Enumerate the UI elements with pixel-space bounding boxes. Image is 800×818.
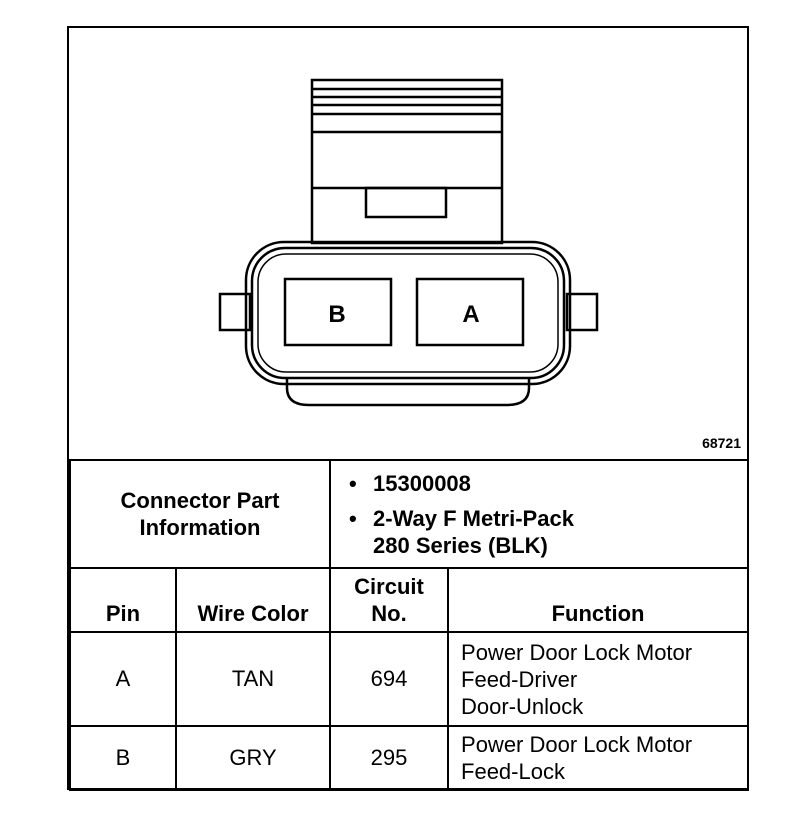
pin-label-b: B [328, 301, 345, 328]
table-row: B GRY 295 Power Door Lock Motor Feed-Loc… [69, 725, 750, 791]
connector-latch-housing [310, 78, 504, 245]
connector-body [244, 240, 572, 386]
table-header-row: Pin Wire Color Circuit No. Function [69, 567, 750, 633]
connector-part-row: Connector Part Information 15300008 2-Wa… [68, 459, 750, 569]
figure-number: 68721 [702, 435, 741, 451]
connector-side-tabs [218, 292, 599, 332]
part-number: 15300008 [349, 470, 747, 497]
pin-label-a: A [462, 301, 479, 328]
pin-cavity-a [415, 277, 525, 347]
connector-figure: B A 68721 Connector Part Information 153… [67, 26, 750, 791]
row-b-circuit: 295 [329, 725, 450, 791]
header-circuit-no: Circuit No. [329, 567, 450, 633]
header-pin: Pin [69, 567, 177, 633]
header-circuit-line2: No. [371, 601, 407, 626]
row-b-function-line1: Power Door Lock Motor [461, 732, 693, 757]
part-description-line2: 280 Series (BLK) [373, 532, 548, 558]
connector-face-diagram: B A [218, 78, 599, 407]
row-b-pin: B [69, 725, 177, 791]
part-description-line1: 2-Way F Metri-Pack [349, 505, 747, 532]
connector-part-title-line2: Information [139, 515, 261, 540]
row-b-wire-color: GRY [174, 725, 332, 791]
connector-part-details: 15300008 2-Way F Metri-Pack 280 Series (… [329, 459, 750, 569]
pin-cavity-b [283, 277, 393, 347]
row-a-function: Power Door Lock Motor Feed-Driver Door-U… [447, 631, 750, 727]
connector-part-title-line1: Connector Part [120, 488, 280, 513]
row-a-wire-color: TAN [174, 631, 332, 727]
row-a-pin: A [69, 631, 177, 727]
row-a-function-line3: Door-Unlock [461, 693, 584, 719]
row-a-function-line1: Power Door Lock Motor [461, 639, 693, 665]
header-wire-color: Wire Color [174, 567, 332, 633]
row-b-function-line2: Feed-Lock [461, 759, 565, 784]
connector-part-title: Connector Part Information [68, 459, 332, 569]
row-b-function: Power Door Lock Motor Feed-Lock [447, 725, 750, 791]
header-function: Function [447, 567, 750, 633]
connector-info-table: Connector Part Information 15300008 2-Wa… [68, 459, 750, 791]
header-circuit-line1: Circuit [354, 574, 424, 599]
row-a-function-line2: Feed-Driver [461, 666, 578, 692]
table-row: A TAN 694 Power Door Lock Motor Feed-Dri… [69, 631, 750, 727]
row-a-circuit: 694 [329, 631, 450, 727]
connector-bottom-skirt [285, 378, 531, 407]
